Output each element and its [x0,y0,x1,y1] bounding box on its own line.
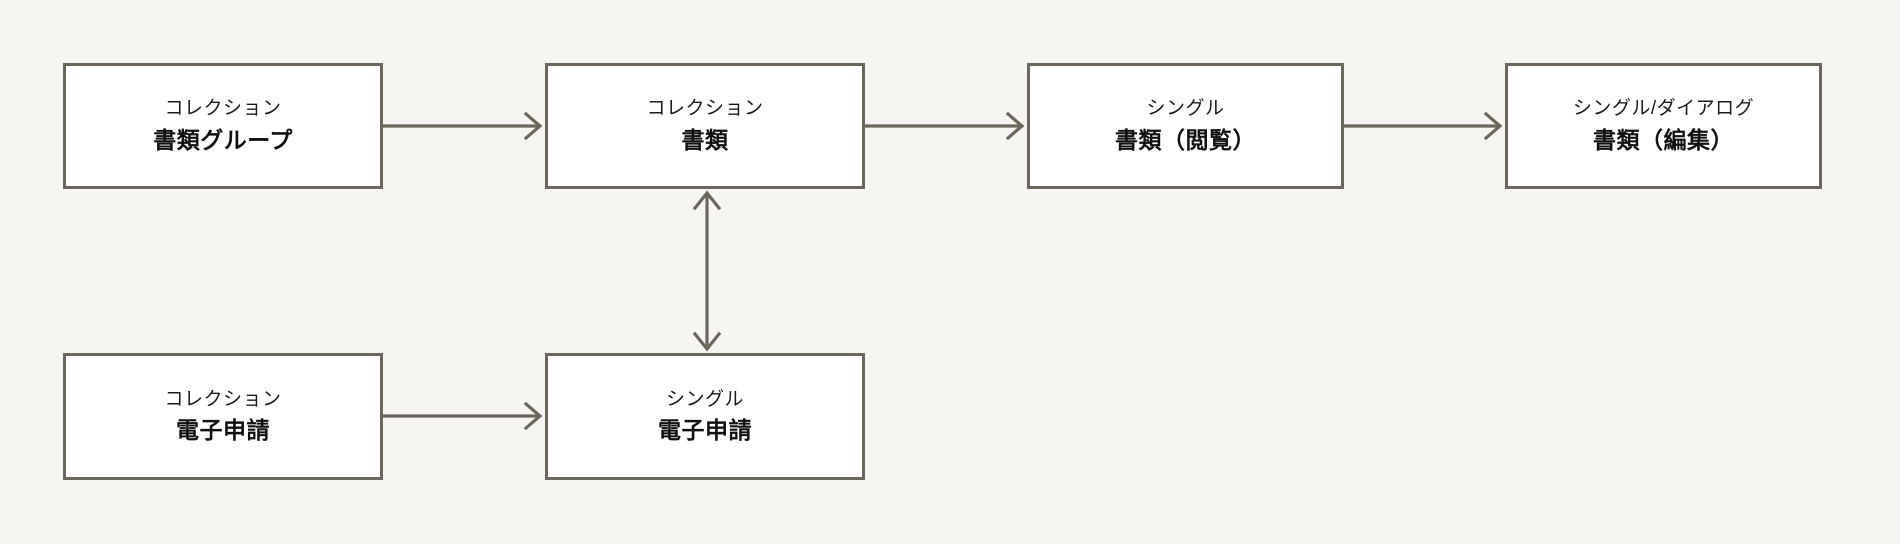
arrow-group-to-document [383,111,543,141]
arrow-head-end [1005,111,1025,141]
arrow-document-eapplication-bidirectional [692,190,722,352]
arrow-view-to-edit [1344,111,1503,141]
node-title-label: 書類グループ [153,126,293,153]
arrow-head-end [1483,111,1503,141]
arrow-document-to-view [865,111,1025,141]
node-title-label: 電子申請 [176,417,270,444]
arrow-eapp-collection-to-single [383,401,543,431]
arrow-head-end [523,111,543,141]
node-kind-label: コレクション [164,98,282,120]
node-kind-label: シングル [1146,98,1225,120]
node-document-group-collection[interactable]: コレクション 書類グループ [63,63,383,189]
arrow-head-up [692,190,722,211]
node-eapplication-single[interactable]: シングル 電子申請 [545,353,865,480]
node-eapplication-collection[interactable]: コレクション 電子申請 [63,353,383,480]
node-kind-label: シングル/ダイアログ [1572,98,1755,120]
node-document-single-edit[interactable]: シングル/ダイアログ 書類（編集） [1505,63,1822,189]
node-title-label: 書類（閲覧） [1115,126,1256,153]
node-kind-label: シングル [665,388,744,410]
node-kind-label: コレクション [646,98,764,120]
arrow-head-down [692,331,722,352]
arrow-head-end [523,401,543,431]
node-title-label: 書類 [681,126,729,153]
node-title-label: 書類（編集） [1593,126,1734,153]
node-kind-label: コレクション [164,388,282,410]
node-title-label: 電子申請 [658,417,752,444]
node-document-single-view[interactable]: シングル 書類（閲覧） [1027,63,1344,189]
node-document-collection[interactable]: コレクション 書類 [545,63,865,189]
